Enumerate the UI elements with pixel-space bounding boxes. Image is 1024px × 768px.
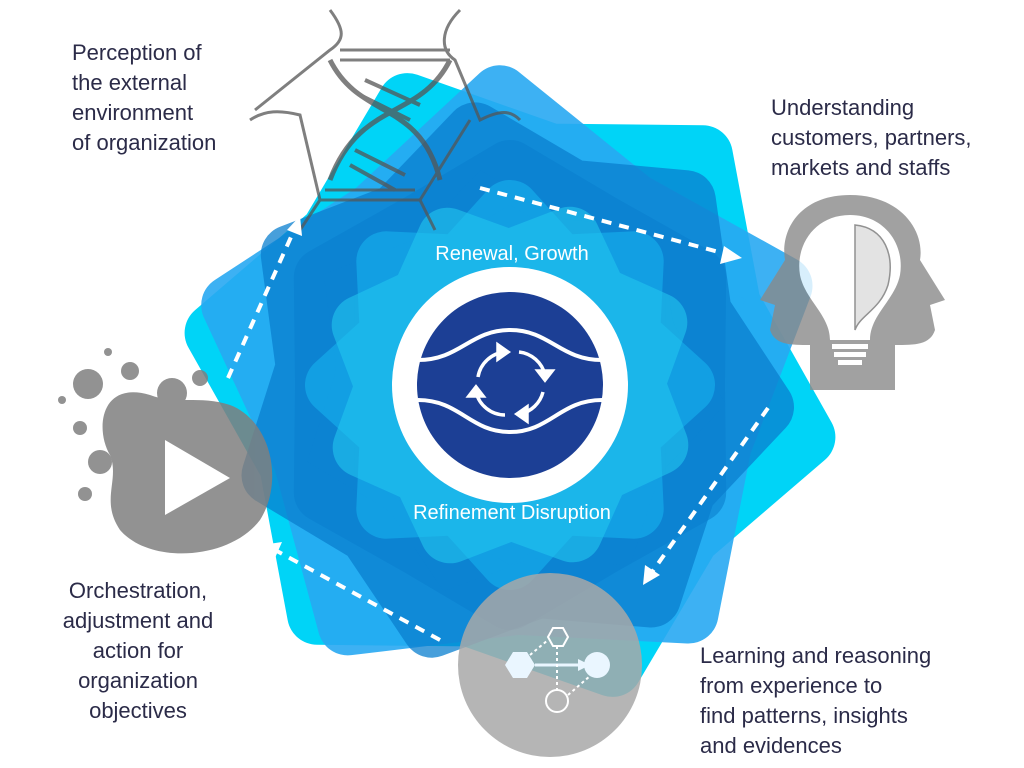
network-graph-icon xyxy=(458,573,642,757)
center-emblem xyxy=(392,267,628,503)
flow-arrows xyxy=(226,186,770,642)
upper-flow-line xyxy=(417,327,603,362)
play-blob-icon xyxy=(58,348,273,554)
learning-label: Learning and reasoning from experience t… xyxy=(700,643,932,758)
center-disc xyxy=(417,292,603,478)
orchestration-label: Orchestration, adjustment and action for… xyxy=(62,578,214,723)
center-bottom-label: Refinement Disruption xyxy=(413,502,611,524)
head-lightbulb-brain-icon xyxy=(760,195,945,390)
refresh-cycle-icon xyxy=(465,341,556,425)
dna-icon xyxy=(249,8,522,231)
arrow-perception-to-understanding xyxy=(479,186,731,257)
center-top-label: Renewal, Growth xyxy=(435,243,589,265)
arrow-learning-to-orchestration xyxy=(274,548,441,642)
lower-flow-line xyxy=(417,398,603,435)
perception-label: Perception of the external environment o… xyxy=(72,40,217,155)
arrow-orchestration-to-perception xyxy=(226,227,297,379)
arrow-understanding-to-learning xyxy=(648,406,770,577)
arrow-heads xyxy=(262,216,742,585)
understanding-label: Understanding customers, partners, marke… xyxy=(771,95,972,180)
